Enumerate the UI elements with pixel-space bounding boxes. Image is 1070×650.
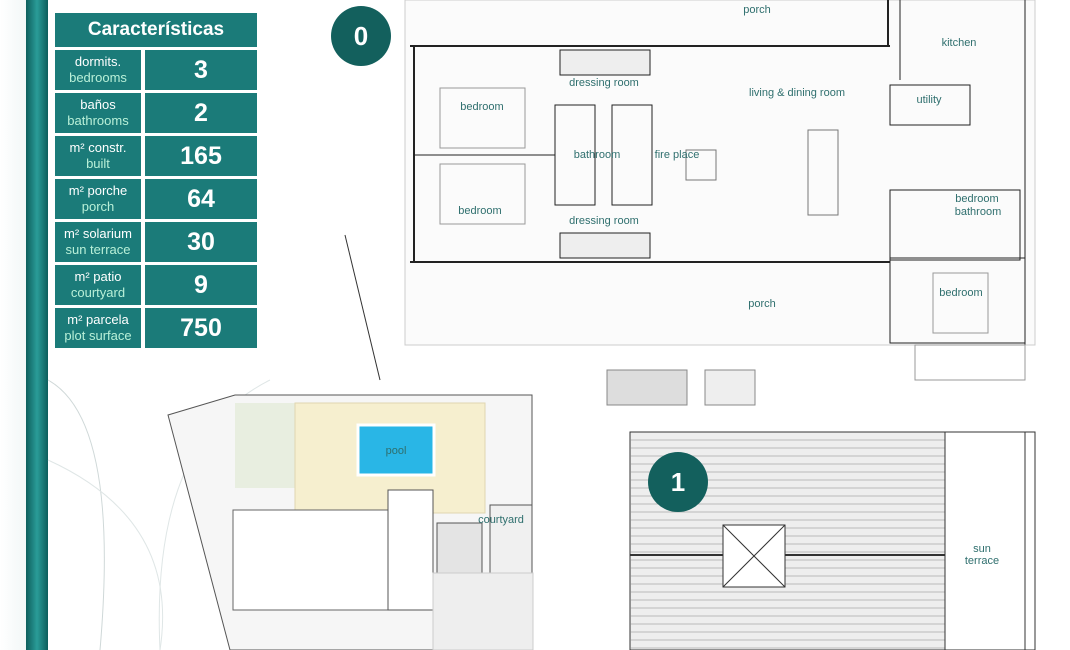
label-es: baños	[80, 97, 116, 112]
row-value: 64	[145, 179, 257, 219]
label-en: courtyard	[70, 285, 126, 300]
room-label-porch: porch	[743, 4, 771, 16]
row-value: 2	[145, 93, 257, 133]
floor-0-badge: 0	[331, 6, 391, 66]
label-es: m² constr.	[69, 140, 127, 155]
site-plan	[167, 394, 534, 650]
room-label-porch: porch	[748, 298, 776, 310]
label-en: plot surface	[64, 328, 132, 343]
row-value: 3	[145, 50, 257, 90]
label-es: dormits.	[74, 54, 122, 69]
side-decor	[0, 0, 26, 650]
label-es: m² porche	[68, 183, 128, 198]
label-en: built	[86, 156, 110, 171]
room-label-dressing-room: dressing room	[569, 77, 639, 89]
courtyard-label: courtyard	[478, 514, 524, 526]
row-value: 9	[145, 265, 257, 305]
pool-label: pool	[385, 445, 407, 457]
row-value: 750	[145, 308, 257, 348]
room-label-utility: utility	[916, 94, 942, 106]
room-label-bedroom: bedroom	[458, 205, 502, 217]
label-es: m² solarium	[64, 226, 132, 241]
ground-floor-plan	[344, 0, 1036, 381]
label-es: m² parcela	[67, 312, 129, 327]
table-title: Características	[55, 13, 257, 47]
row-value: 165	[145, 136, 257, 176]
room-label-living-dining: living & dining room	[749, 87, 845, 99]
room-label-bedroom: bedroom	[955, 193, 999, 205]
room-label-bedroom: bedroom	[460, 101, 504, 113]
label-en: bedrooms	[69, 70, 127, 85]
floor-1-badge: 1	[648, 452, 708, 512]
label-en: bathrooms	[67, 113, 129, 128]
label-es: m² patio	[74, 269, 122, 284]
label-en: porch	[81, 199, 115, 214]
room-label-bathroom: bathroom	[954, 206, 1002, 218]
elevation-sketch	[606, 369, 688, 406]
room-label-bathroom: bathroom	[573, 149, 621, 161]
row-label: dormits.bedrooms	[55, 50, 141, 90]
teal-side-band	[26, 0, 48, 650]
room-label-kitchen: kitchen	[941, 37, 977, 49]
room-label-dressing-room: dressing room	[569, 215, 639, 227]
sun-terrace-label: sun terrace	[964, 543, 1000, 567]
row-label: m² constr.built	[55, 136, 141, 176]
room-label-fireplace: fire place	[654, 149, 700, 161]
label-en: sun terrace	[65, 242, 131, 257]
room-label-bedroom: bedroom	[939, 287, 983, 299]
row-value: 30	[145, 222, 257, 262]
